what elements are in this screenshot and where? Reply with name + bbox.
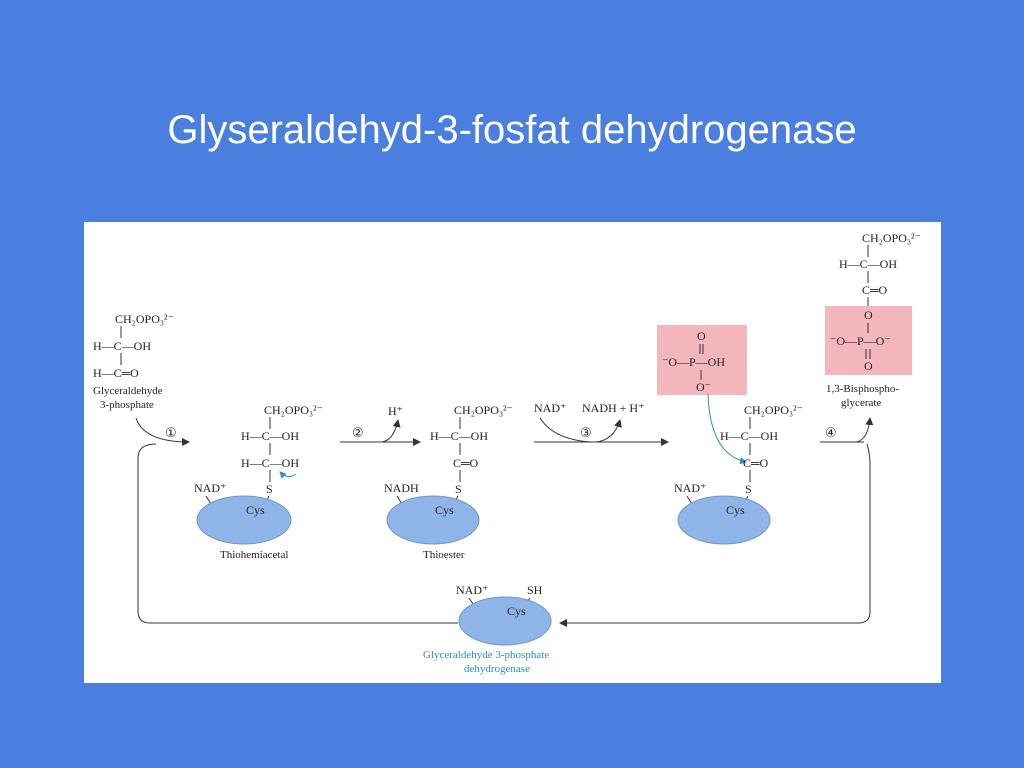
phosphate-mid: ⁻O—P—OH [662, 355, 725, 369]
step3-cofactor-in [539, 417, 593, 443]
step3-number: ③ [580, 426, 592, 441]
phosphate-bottom: O⁻ [696, 380, 711, 394]
thioester-line1: CH₂OPO₃²⁻ [454, 403, 513, 417]
thioester-name: Thioester [423, 549, 465, 561]
thioester-cofactor: NADH [384, 481, 419, 495]
thiohemiacetal-enzyme: Cys [246, 503, 265, 517]
step3-out: NADH + H⁺ [582, 401, 644, 415]
substrate-g3p: CH₂OPO₃²⁻ H—C—OH H—C═O Glyceraldehyde 3-… [93, 312, 174, 411]
step3-in: NAD⁺ [534, 401, 566, 415]
free-enzyme: NAD⁺ SH Cys Glyceraldehyde 3-phosphate d… [423, 583, 552, 675]
step2-product: H⁺ [388, 404, 403, 418]
product-line1: CH₂OPO₃²⁻ [862, 231, 921, 245]
thiohemiacetal-name: Thiohemiacetal [220, 549, 288, 561]
slide-title: Glyseraldehyd-3-fosfat dehydrogenase [167, 108, 857, 152]
enzyme-blob [386, 495, 480, 545]
thioester-line2: H—C—OH [430, 429, 488, 443]
thiohemiacetal-line2: H—C—OH [241, 429, 299, 443]
free-enzyme-enzyme: Cys [507, 604, 526, 618]
cycle-left-arrow [137, 443, 458, 624]
free-enzyme-cofactor: NAD⁺ [456, 583, 488, 597]
acyl-enzyme-enzyme: Cys [726, 503, 745, 517]
product-o2: O [864, 359, 873, 373]
phosphate-highlight [657, 325, 747, 395]
thioester: CH₂OPO₃²⁻ H—C—OH C═O S NADH Cys Thioeste… [384, 403, 513, 561]
enzyme-blob [677, 495, 771, 545]
thioester-sulfur: S [455, 482, 462, 496]
step4-number: ④ [825, 426, 837, 441]
step2-number: ② [352, 426, 364, 441]
free-enzyme-thiol: SH [527, 583, 543, 597]
thiohemiacetal: CH₂OPO₃²⁻ H—C—OH H—C—OH S NAD⁺ Cys Thioh… [194, 403, 323, 561]
step1-number: ① [165, 426, 177, 441]
acyl-enzyme-line2: H—C—OH [720, 429, 778, 443]
enzyme-blob [196, 495, 292, 545]
acyl-enzyme-cofactor: NAD⁺ [674, 481, 706, 495]
thiohemiacetal-sulfur: S [266, 482, 273, 496]
step2-release-arrow [381, 419, 401, 443]
reaction-diagram: CH₂OPO₃²⁻ H—C—OH H—C═O Glyceraldehyde 3-… [93, 231, 921, 675]
step1-arrow [135, 417, 190, 446]
substrate-line1: CH₂OPO₃²⁻ [115, 312, 174, 326]
product-name1: 1,3-Bisphospho- [826, 383, 899, 395]
thioester-enzyme: Cys [435, 503, 454, 517]
acyl-enzyme-sulfur: S [745, 482, 752, 496]
hydride-curved-arrow [279, 471, 297, 479]
step4-release-arrow [855, 417, 874, 443]
thiohemiacetal-line1: CH₂OPO₃²⁻ [264, 403, 323, 417]
acyl-enzyme-line3: C═O [743, 456, 769, 470]
thiohemiacetal-cofactor: NAD⁺ [194, 481, 226, 495]
thiohemiacetal-line3: H—C—OH [241, 456, 299, 470]
product-line3: C═O [862, 283, 888, 297]
free-enzyme-name1: Glyceraldehyde 3-phosphate [423, 649, 549, 661]
product-phosphate-highlight [825, 306, 912, 375]
free-enzyme-name2: dehydrogenase [464, 663, 530, 675]
phosphate-top: O [697, 329, 706, 343]
enzyme-blob [458, 596, 552, 646]
thioester-line3: C═O [453, 456, 479, 470]
substrate-line3: H—C═O [93, 366, 139, 380]
product-line2: H—C—OH [839, 257, 897, 271]
product-o1: O [864, 308, 873, 322]
phosphate-box: O ⁻O—P—OH O⁻ [657, 325, 747, 395]
acyl-enzyme-line1: CH₂OPO₃²⁻ [744, 403, 803, 417]
diagram-panel: CH₂OPO₃²⁻ H—C—OH H—C═O Glyceraldehyde 3-… [84, 222, 941, 683]
phosphate-attack-arrow [707, 393, 747, 465]
acyl-enzyme: CH₂OPO₃²⁻ H—C—OH C═O S NAD⁺ Cys [674, 403, 803, 545]
step3-cofactor-out [595, 419, 622, 443]
product-phosphate: ⁻O—P—O⁻ [830, 334, 891, 348]
product-name2: glycerate [841, 397, 881, 409]
cycle-return-arrow [559, 443, 871, 627]
product-13bpg: CH₂OPO₃²⁻ H—C—OH C═O O ⁻O—P—O⁻ O 1,3-Bis… [825, 231, 921, 409]
substrate-line2: H—C—OH [93, 339, 151, 353]
substrate-name2: 3-phosphate [100, 399, 154, 411]
substrate-name1: Glyceraldehyde [93, 385, 163, 397]
